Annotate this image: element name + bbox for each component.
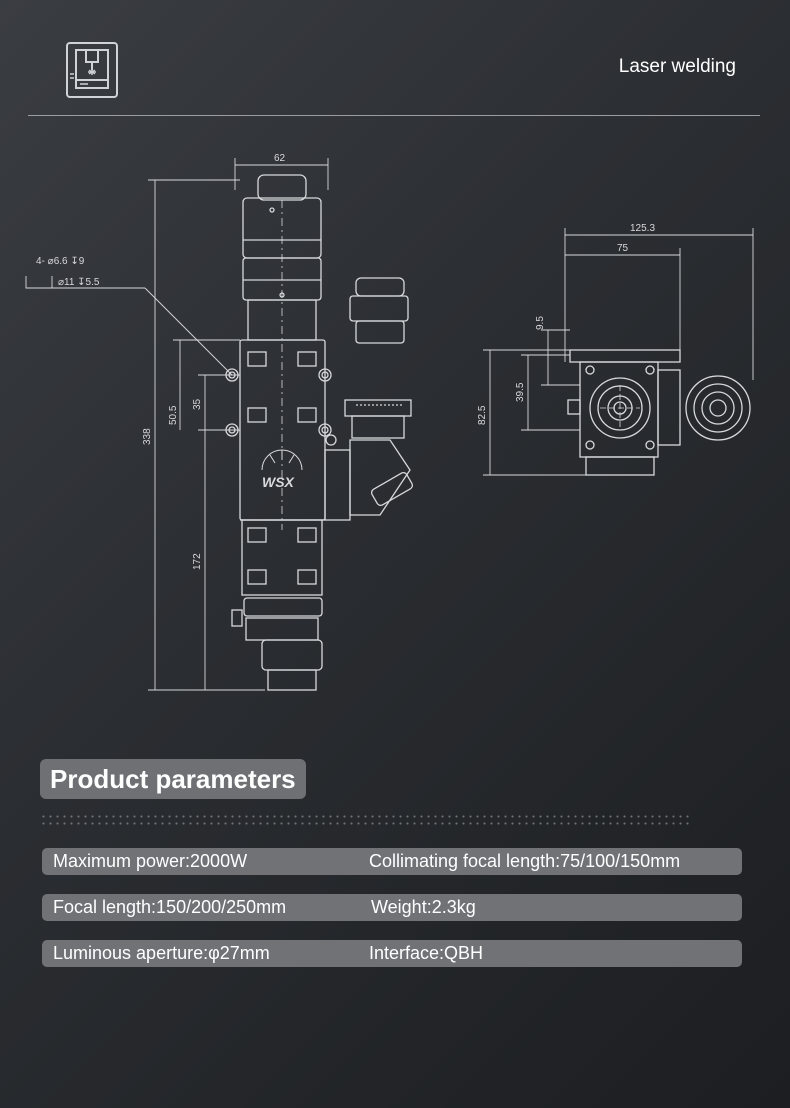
- param-weight: Weight:2.3kg: [371, 897, 476, 917]
- header-divider: [28, 115, 760, 116]
- dim-width-top: 62: [274, 153, 286, 164]
- front-view: 62 338 172 50.5 35 4- ⌀6.6 ↧9 ⌀11 ↧5.5: [25, 153, 414, 691]
- page-title: Laser welding: [618, 56, 736, 77]
- dim-side-82-5: 82.5: [477, 405, 488, 425]
- param-interface: Interface:QBH: [369, 943, 484, 963]
- brand-mark: WSX: [262, 474, 296, 490]
- dim-side-39-5: 39.5: [515, 382, 526, 402]
- laser-welding-machine-icon: [70, 49, 109, 89]
- side-view: 125.3 75 9.5 39.5 82.5: [477, 223, 754, 476]
- dim-height-172: 172: [192, 553, 203, 570]
- param-row: Maximum power:2000W Collimating focal le…: [42, 848, 742, 875]
- technical-drawing: 62 338 172 50.5 35 4- ⌀6.6 ↧9 ⌀11 ↧5.5: [25, 153, 754, 691]
- dim-height-50-5: 50.5: [168, 405, 179, 425]
- param-focal-length: Focal length:150/200/250mm: [53, 897, 287, 917]
- logo-icon: [66, 42, 118, 98]
- param-collimating-focal-length: Collimating focal length:75/100/150mm: [369, 851, 681, 871]
- param-luminous-aperture: Luminous aperture:φ27mm: [53, 943, 270, 963]
- section-title-product-parameters: Product parameters: [40, 759, 306, 799]
- dim-side-75: 75: [617, 243, 629, 254]
- dim-height-total: 338: [142, 428, 153, 445]
- hole-spec-line1: 4- ⌀6.6 ↧9: [36, 256, 85, 267]
- param-row: Focal length:150/200/250mm Weight:2.3kg: [42, 894, 742, 921]
- param-maximum-power: Maximum power:2000W: [53, 851, 248, 871]
- hole-spec-line2: ⌀11 ↧5.5: [58, 277, 100, 288]
- dim-height-35: 35: [192, 398, 203, 410]
- dotted-divider: [40, 813, 690, 829]
- dim-side-9-5: 9.5: [535, 316, 546, 330]
- param-row: Luminous aperture:φ27mm Interface:QBH: [42, 940, 742, 967]
- dim-side-125-3: 125.3: [630, 223, 655, 234]
